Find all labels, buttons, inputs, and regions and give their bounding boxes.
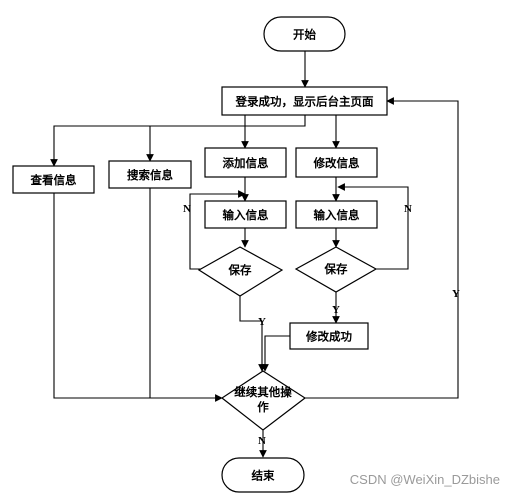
save-modify-no-label: N [404,203,412,215]
end-label: 结束 [251,469,275,483]
edge-login-view [50,115,306,167]
node-modify: 修改信息 [295,147,378,178]
node-save-modify: 保存 [294,246,378,293]
start-label: 开始 [293,28,316,42]
node-input-add: 输入信息 [204,200,287,229]
edge-save-add-no [189,190,246,270]
continue-no-label: N [258,435,266,447]
modify-success-label: 修改成功 [305,330,352,344]
save-add-label: 保存 [228,263,252,277]
node-input-modify: 输入信息 [295,200,378,229]
search-label: 搜索信息 [127,168,173,182]
login-label: 登录成功，显示后台主页面 [235,95,374,109]
modify-label: 修改信息 [313,156,360,170]
view-label: 查看信息 [30,173,77,187]
edge-view-continue [53,193,223,402]
add-label: 添加信息 [223,156,269,170]
save-modify-yes-label: Y [332,304,340,316]
input-add-label: 输入信息 [223,208,269,222]
node-login: 登录成功，显示后台主页面 [221,86,388,116]
save-add-no-label: N [183,203,191,215]
edge-continue-yes [305,97,459,399]
node-end: 结束 [221,457,305,493]
node-view: 查看信息 [12,165,95,194]
edge-save-modify-no [337,183,409,270]
connectors [50,51,459,458]
watermark: CSDN @WeiXin_DZbishe [350,472,500,487]
input-modify-label: 输入信息 [314,208,360,222]
node-modify-success: 修改成功 [289,322,369,350]
node-start: 开始 [263,16,346,52]
save-modify-label: 保存 [324,262,348,276]
continue-label-line1: 继续其他操 [234,385,292,399]
save-add-yes-label: Y [258,316,266,328]
edge-save-add-yes [239,296,266,372]
node-continue: 继续其他操 作 [220,370,307,431]
continue-yes-label: Y [452,288,460,300]
continue-label-line2: 作 [257,400,269,414]
node-search: 搜索信息 [108,160,192,189]
node-save-add: 保存 [197,246,284,297]
node-add: 添加信息 [204,147,287,178]
edge-success-continue [261,335,290,372]
